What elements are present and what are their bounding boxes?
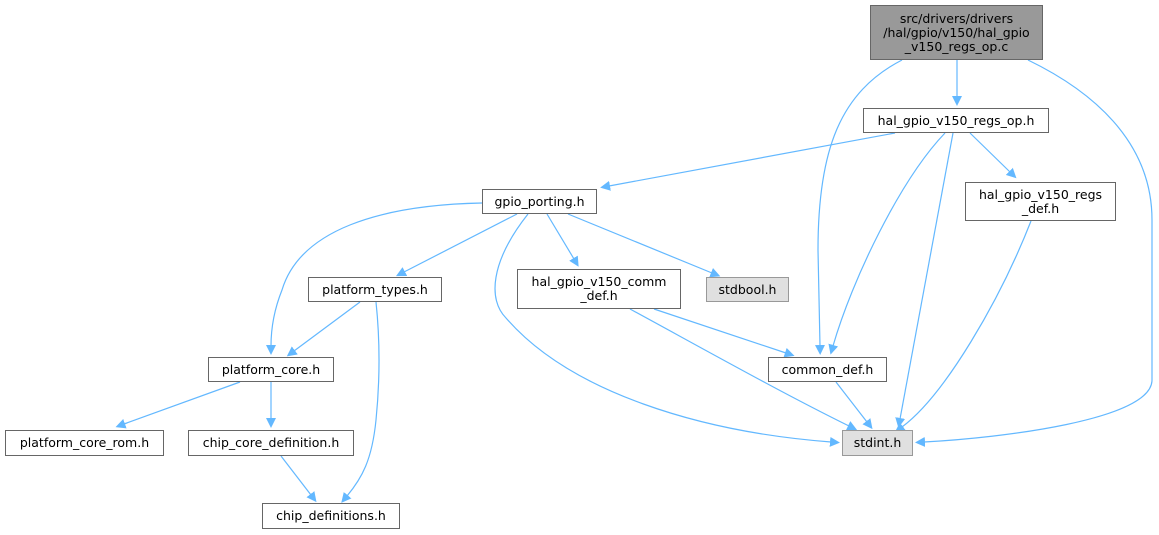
edge-common_def-to-stdint: [835, 381, 873, 430]
edge-comm_def-to-common_def: [653, 308, 795, 358]
edge-root-to-common_def: [814, 59, 903, 355]
edge-platform_types-to-chip_definitions: [341, 301, 380, 503]
node-hal-gpio-v150-regs-def-h[interactable]: hal_gpio_v150_regs _def.h: [965, 182, 1116, 221]
edge-gpio_porting-to-stdint: [494, 213, 840, 447]
node-hal-gpio-v150-comm-def-h[interactable]: hal_gpio_v150_comm _def.h: [517, 269, 681, 309]
edge-gpio_porting-to-comm_def: [546, 213, 579, 267]
edge-gpio_porting-to-platform_types: [395, 213, 518, 277]
edge-regs_op-to-gpio_porting: [600, 132, 896, 191]
node-platform-core-rom-h[interactable]: platform_core_rom.h: [5, 430, 164, 456]
node-stdbool-h: stdbool.h: [706, 277, 789, 302]
edge-regs_def-to-stdint: [894, 220, 1032, 433]
node-stdint-h: stdint.h: [842, 430, 913, 456]
edge-root-to-stdint: [915, 59, 1153, 447]
edge-platform_core-to-platform_core_rom: [115, 381, 241, 429]
node-root-file[interactable]: src/drivers/drivers /hal/gpio/v150/hal_g…: [870, 5, 1043, 60]
node-platform-core-h[interactable]: platform_core.h: [208, 357, 334, 382]
edge-gpio_porting-to-stdbool: [567, 213, 721, 278]
edge-regs_op-to-regs_def: [969, 132, 1017, 179]
edge-platform_types-to-platform_core: [286, 301, 361, 357]
node-common-def-h[interactable]: common_def.h: [768, 357, 887, 382]
edge-comm_def-to-stdint: [629, 308, 858, 431]
edge-gpio_porting-to-platform_core: [266, 202, 483, 355]
node-hal-gpio-v150-regs-op-h[interactable]: hal_gpio_v150_regs_op.h: [863, 108, 1049, 133]
edge-regs_op-to-stdint: [895, 132, 954, 428]
edge-chip_core_definition-to-chip_definitions: [280, 455, 317, 503]
node-platform-types-h[interactable]: platform_types.h: [308, 277, 442, 302]
node-chip-definitions-h[interactable]: chip_definitions.h: [262, 503, 400, 529]
node-gpio-porting-h[interactable]: gpio_porting.h: [482, 189, 597, 214]
edge-regs_op-to-common_def: [828, 132, 946, 355]
node-chip-core-definition-h[interactable]: chip_core_definition.h: [188, 430, 354, 456]
